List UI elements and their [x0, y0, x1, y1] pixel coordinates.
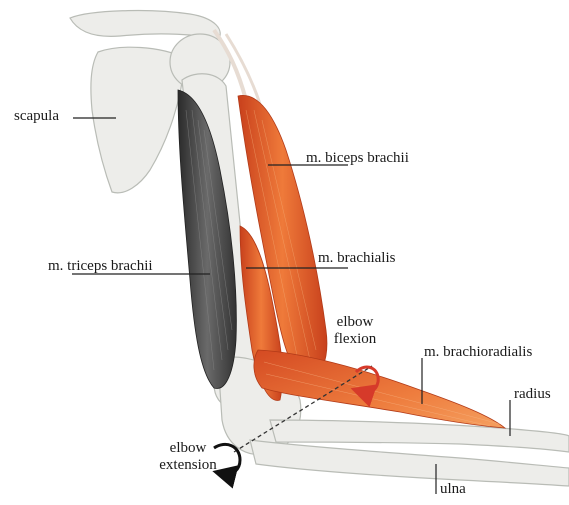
radius-label: radius [514, 386, 551, 403]
extension-label-line2: extension [148, 457, 228, 474]
flexion-label-line1: elbow [325, 314, 385, 331]
triceps-label: m. triceps brachii [48, 258, 153, 275]
scapula-label: scapula [14, 108, 59, 125]
biceps-label: m. biceps brachii [306, 150, 409, 167]
brachioradialis-label: m. brachioradialis [424, 344, 532, 361]
extension-label-line1: elbow [148, 440, 228, 457]
ulna-label: ulna [440, 481, 466, 498]
extension-label: elbow extension [148, 440, 228, 474]
flexion-label: elbow flexion [325, 314, 385, 348]
flexion-label-line2: flexion [325, 331, 385, 348]
brachialis-label: m. brachialis [318, 250, 395, 267]
